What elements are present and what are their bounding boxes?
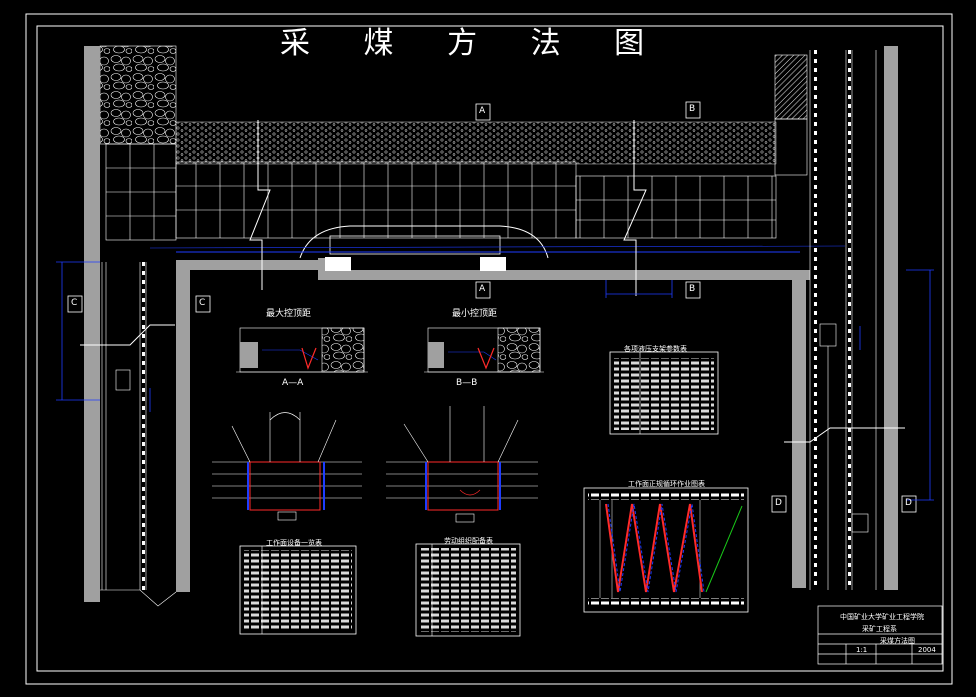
label-section-aa: A—A (282, 378, 304, 388)
caption-labor: 劳动组织配备表 (444, 537, 493, 545)
caption-equipment: 工作面设备一览表 (266, 539, 322, 547)
marker-d-right: D (905, 498, 912, 508)
marker-a-top: A (479, 106, 486, 116)
table-support-params (609, 351, 719, 435)
caption-support-params: 各项液压支架参数表 (624, 345, 687, 353)
cycle-operation-chart (583, 487, 749, 613)
top-roadway (176, 260, 332, 270)
title-block-drawing-name: 采煤方法图 (880, 637, 915, 645)
left-roadway-wall-2 (176, 262, 190, 592)
marker-c-right: C (199, 298, 206, 308)
left-roadway-details (100, 262, 177, 607)
dimension-lines (56, 261, 934, 501)
marker-b-bottom: B (689, 284, 696, 294)
overburden-rock (99, 45, 177, 145)
left-roadway-wall (84, 46, 100, 602)
table-labor (415, 543, 521, 637)
title-block-scale: 1:1 (856, 646, 868, 654)
title-block (817, 605, 943, 665)
right-roadway-wall (792, 272, 806, 588)
shearer-body (329, 235, 501, 255)
break-line-b (623, 120, 647, 296)
face-support-columns (195, 162, 773, 238)
marker-d-left: D (775, 498, 782, 508)
support-end-view-2 (386, 406, 538, 523)
drawing-title: 采 煤 方 法 图 (280, 26, 667, 61)
section-view-aa (236, 327, 368, 373)
marker-a-bottom: A (479, 284, 486, 294)
right-roadway-details (809, 50, 877, 590)
gob-band (175, 121, 777, 165)
break-line-a (249, 120, 271, 290)
support-end-view-1 (212, 412, 362, 521)
table-equipment (239, 545, 357, 635)
inner-frame (36, 25, 944, 672)
label-min-roof-control: 最小控顶距 (452, 309, 498, 319)
title-block-number: 2004 (918, 646, 936, 654)
label-section-bb: B—B (456, 378, 478, 388)
marker-b-top: B (689, 104, 696, 114)
chain-ladders (142, 50, 851, 590)
section-view-bb (424, 327, 544, 373)
marker-c-left: C (71, 298, 78, 308)
right-hatched-block (774, 54, 808, 120)
label-max-roof-control: 最大控顶距 (266, 309, 312, 319)
far-right-wall (884, 46, 898, 590)
caption-cycle-chart: 工作面正规循环作业图表 (628, 480, 705, 488)
outer-frame (25, 13, 953, 685)
title-block-dept: 采矿工程系 (862, 625, 897, 633)
title-block-school: 中国矿业大学矿业工程学院 (840, 613, 924, 621)
shearer-outline (299, 225, 549, 259)
